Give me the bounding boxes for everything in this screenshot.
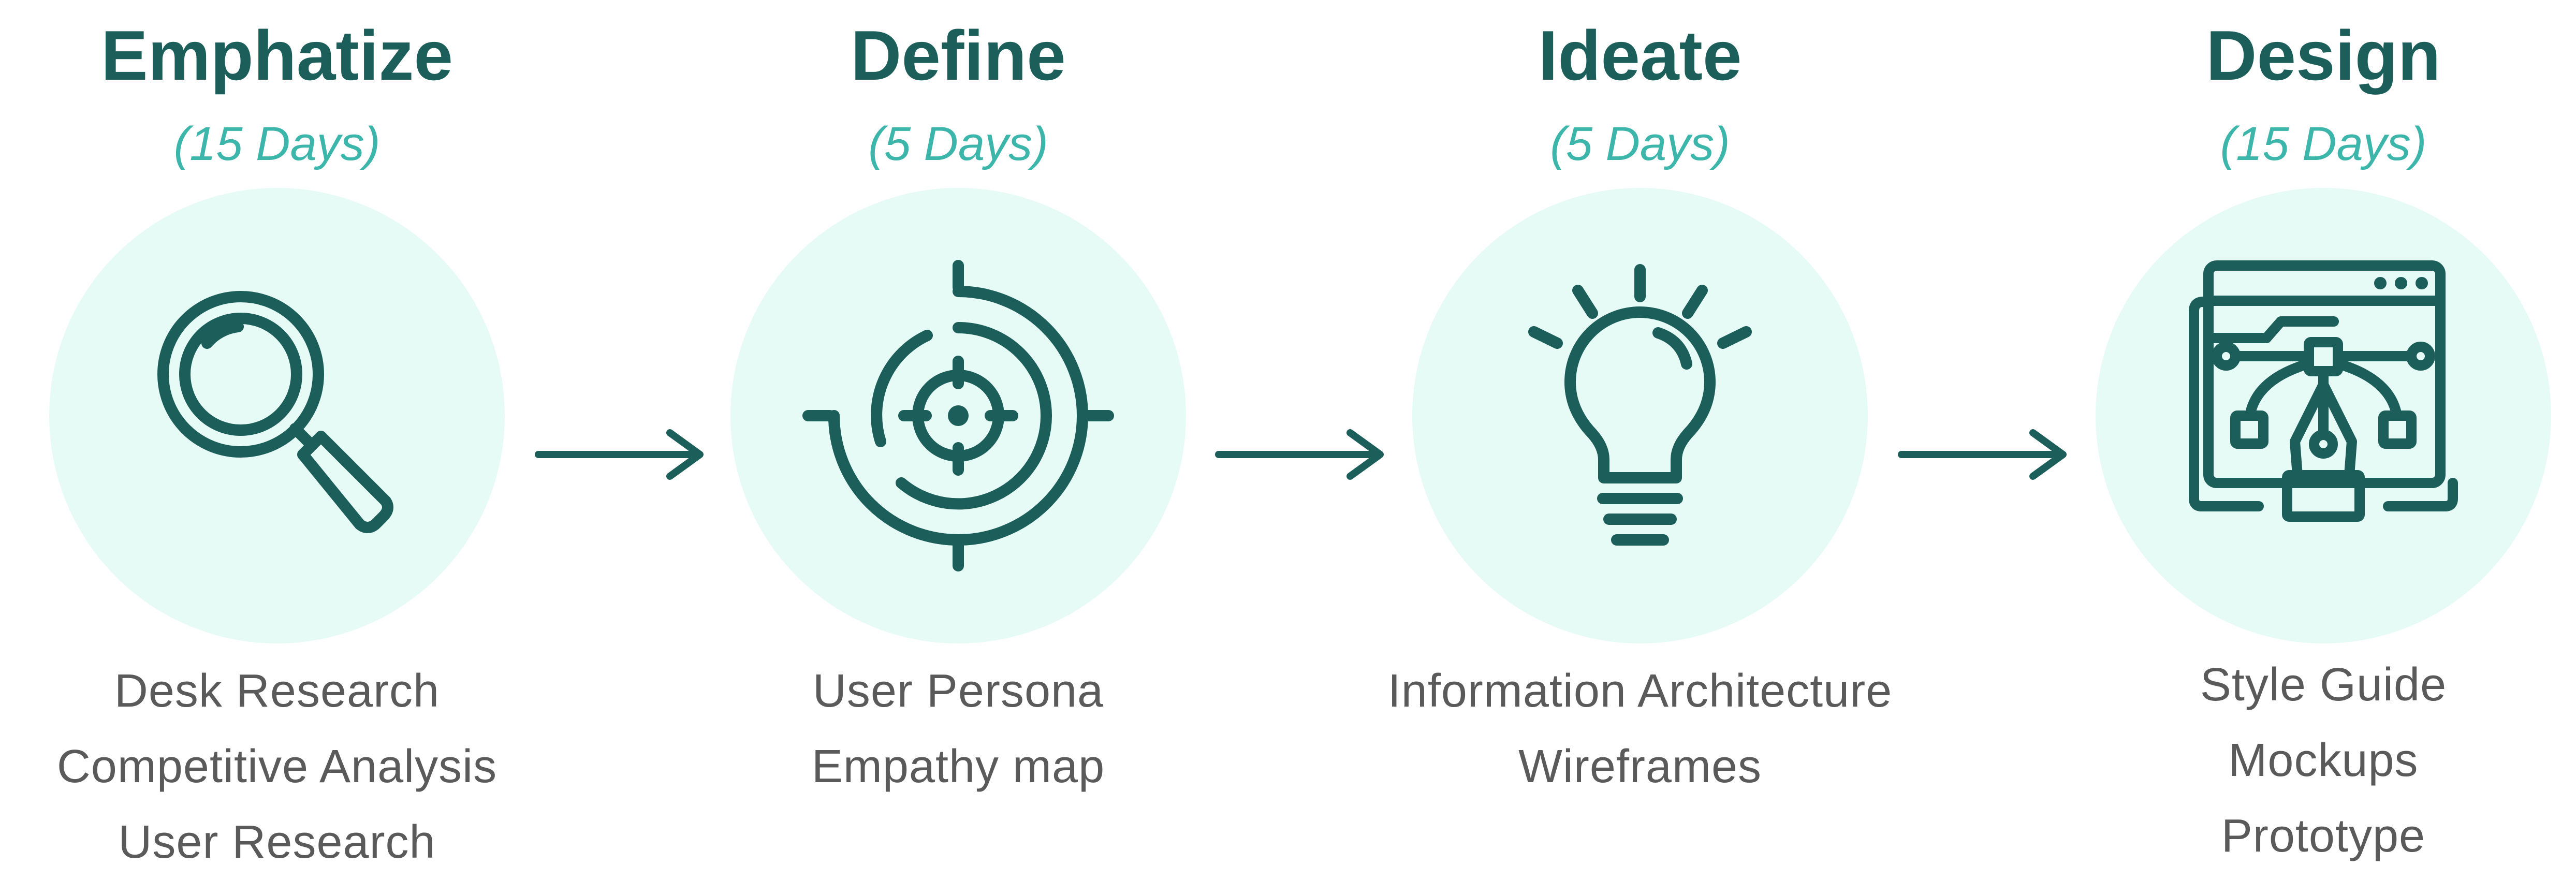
stage-duration: (15 Days)	[2220, 118, 2427, 170]
design-pen-tool-icon	[2189, 260, 2458, 522]
stage-title: Ideate	[1538, 16, 1742, 95]
stage-task: Information Architecture	[1387, 665, 1893, 717]
stage-icon-circle	[2096, 188, 2551, 643]
stage-task-list: User Persona Empathy map	[622, 653, 1295, 804]
stage-icon-circle	[49, 188, 505, 643]
stage-title: Define	[851, 16, 1066, 95]
stage-duration: (5 Days)	[868, 118, 1048, 170]
arrow-right-icon	[535, 429, 704, 480]
stage-task: User Research	[118, 816, 436, 868]
magnifying-glass-icon	[157, 291, 393, 533]
stage-duration: (15 Days)	[173, 118, 380, 170]
stage-task-list: Style Guide Mockups Prototype	[1987, 647, 2576, 874]
stage-title: Design	[2206, 16, 2441, 95]
stage-task: User Persona	[812, 665, 1104, 717]
stage-task: Competitive Analysis	[56, 741, 497, 793]
stage-task-list: Information Architecture Wireframes	[1304, 653, 1977, 804]
stage-task: Wireframes	[1518, 741, 1762, 793]
stage-duration: (5 Days)	[1550, 118, 1730, 170]
stage-task: Mockups	[2228, 735, 2419, 786]
stage-task: Empathy map	[811, 741, 1105, 793]
light-bulb-icon	[1528, 264, 1752, 546]
arrow-right-icon	[1898, 429, 2067, 480]
stage-icon-circle	[730, 188, 1186, 643]
stage-icon-circle	[1412, 188, 1868, 643]
target-icon	[802, 260, 1114, 571]
stage-task-list: Desk Research Competitive Analysis User …	[0, 653, 613, 880]
arrow-right-icon	[1215, 429, 1384, 480]
stage-title: Emphatize	[100, 16, 453, 95]
stage-task: Desk Research	[114, 665, 440, 717]
stage-task: Style Guide	[2200, 659, 2447, 711]
stage-task: Prototype	[2221, 810, 2426, 862]
